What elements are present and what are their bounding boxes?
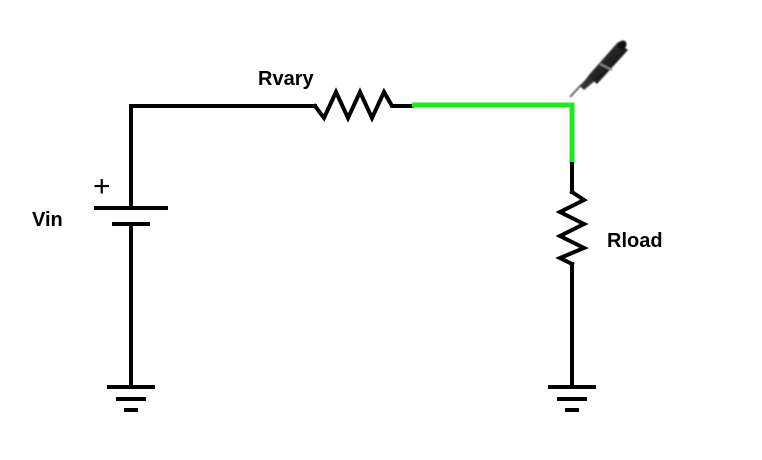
voltage-probe-icon[interactable] [569, 39, 628, 98]
vin-label: Vin [32, 209, 63, 231]
battery-plus-label: + [93, 170, 111, 203]
ground-icon-left [107, 385, 155, 412]
highlighted-wire [412, 102, 575, 164]
rvary-label: Rvary [258, 68, 314, 90]
resistor-rvary-icon [312, 87, 414, 123]
ground-icon-right [548, 385, 596, 412]
wire-left-top [129, 104, 317, 210]
rload-label: Rload [607, 230, 663, 252]
resistor-rload-icon [555, 189, 589, 267]
battery-icon [94, 206, 168, 226]
